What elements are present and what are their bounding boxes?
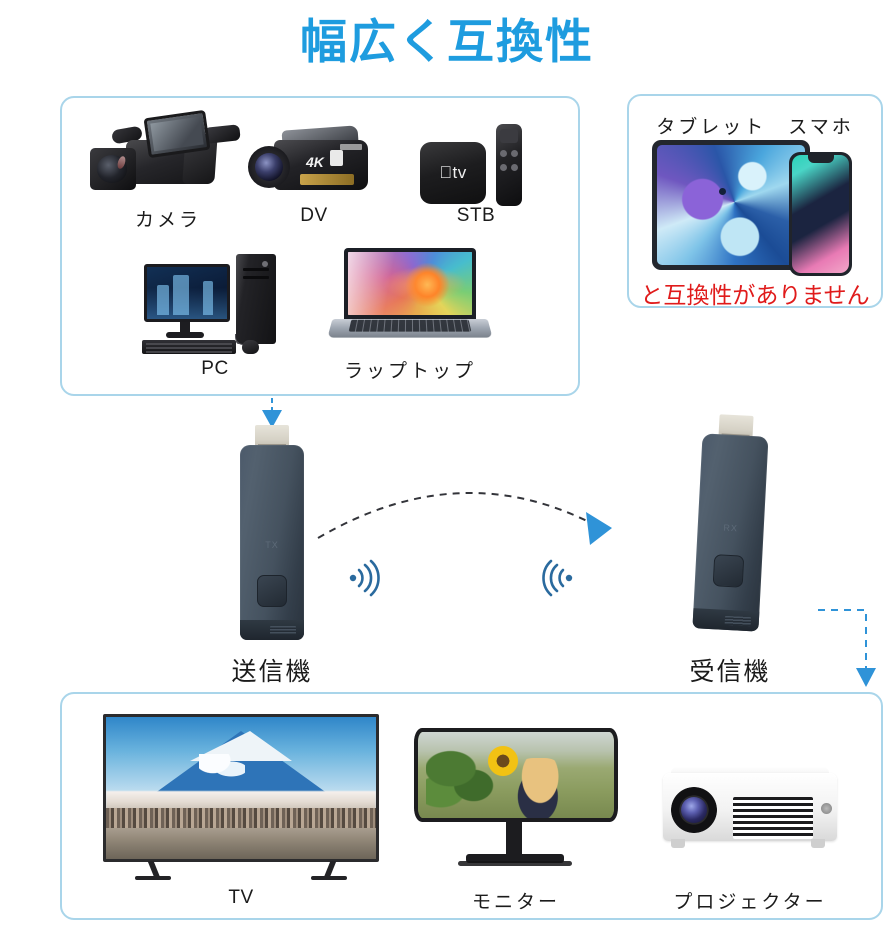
remote-button [500, 150, 507, 157]
device-label-stb: STB [456, 205, 496, 226]
monitor-image-child [510, 757, 569, 818]
stb-box [420, 142, 486, 204]
pc-monitor-stand [180, 322, 190, 334]
television-icon [103, 714, 379, 880]
dv-display-panel [330, 150, 343, 166]
arrow-down-to-outputs [856, 668, 876, 687]
pc-mouse [242, 340, 259, 354]
monitor-screen [418, 732, 614, 818]
phone-frame [789, 152, 852, 276]
tv-foot [135, 876, 171, 880]
connector-wireless-arc [317, 492, 596, 539]
monitor-stand-foot [466, 854, 564, 863]
dongle-rx-marking: RX [723, 522, 739, 534]
dongle-vent [270, 626, 296, 635]
dongle-foot [692, 608, 760, 632]
laptop-screen [348, 252, 472, 315]
wifi-signal-left-icon [542, 559, 573, 597]
transmitter-label: 送信機 [231, 658, 313, 686]
dv-4k-badge: 4K [306, 154, 324, 170]
page-title: 幅広く互換性 [300, 15, 594, 68]
tv-image-water [106, 827, 376, 859]
camcorder-pro-icon [88, 109, 248, 204]
stb-logo: tv [439, 163, 466, 182]
pc-keyboard [142, 340, 236, 354]
dongle-pair-button[interactable] [257, 575, 287, 607]
device-label-projector: プロジェクター [673, 892, 827, 913]
device-label-laptop: ラップトップ [343, 361, 476, 382]
tv-image-snowcap [199, 753, 246, 784]
pc-monitor-base [166, 332, 204, 338]
set-top-box-icon: tv [420, 124, 532, 206]
camcorder-dv-icon: 4K [248, 120, 380, 206]
remote-button [511, 164, 518, 171]
laptop-keyboard [348, 319, 472, 332]
tv-image-clouds [106, 790, 376, 810]
receiver-label: 受信機 [689, 658, 771, 686]
tv-image-town [106, 807, 376, 828]
projector-lens [681, 797, 707, 823]
tablet-frame [652, 140, 810, 270]
device-label-monitor: モニター [471, 892, 560, 913]
dv-control-strip [300, 174, 354, 185]
phone-screen [792, 155, 849, 273]
pc-monitor [144, 264, 230, 322]
smartphone-icon [789, 152, 852, 276]
laptop-lid [344, 248, 476, 320]
pc-monitor-wallpaper [147, 267, 227, 319]
camera-flip-screen [143, 109, 211, 159]
monitor-neck [506, 822, 522, 856]
camera-viewfinder [205, 124, 241, 144]
pc-tower [236, 254, 276, 344]
dongle-vent [724, 615, 752, 627]
dongle-foot [240, 620, 304, 640]
tv-foot [311, 876, 347, 880]
device-label-dv: DV [300, 205, 328, 226]
tv-screen [106, 717, 376, 859]
dongle-body: RX [692, 433, 769, 632]
dongle-body: TX [240, 445, 304, 640]
hdmi-transmitter-dongle: TX [240, 425, 304, 640]
stb-remote [496, 124, 522, 206]
projector-vent-grille [733, 797, 813, 839]
phone-notch [807, 155, 834, 163]
wifi-signal-right-icon [349, 559, 380, 597]
dongle-tx-marking: TX [265, 540, 279, 550]
device-label-tv: TV [228, 887, 254, 908]
remote-button [500, 164, 507, 171]
incompatibility-warning: と互換性がありません [640, 282, 870, 308]
hdmi-receiver-dongle: RX [692, 413, 769, 632]
projector-icon [655, 765, 845, 861]
projector-leg [671, 839, 685, 848]
tablet-screen [657, 145, 805, 265]
dongle-pair-button[interactable] [712, 554, 745, 588]
desktop-computer-icon [140, 250, 290, 358]
remote-button [511, 150, 518, 157]
monitor-icon [414, 728, 618, 868]
dv-brand-plate [340, 144, 362, 150]
projector-focus-knob[interactable] [821, 803, 832, 814]
projector-leg [811, 839, 825, 848]
laptop-icon [327, 248, 493, 346]
tv-bezel [103, 714, 379, 862]
dv-lens-glass [255, 153, 283, 181]
monitor-stand-base [458, 861, 572, 866]
mobile-panel-header: タブレット スマホ [656, 117, 854, 138]
remote-touchpad [500, 129, 518, 143]
monitor-bezel [414, 728, 618, 822]
device-label-pc: PC [201, 358, 229, 379]
arrow-to-receiver [586, 512, 612, 545]
tablet-icon [652, 140, 810, 270]
connector-rx-to-outputs [818, 609, 867, 670]
device-label-camera: カメラ [134, 210, 201, 231]
